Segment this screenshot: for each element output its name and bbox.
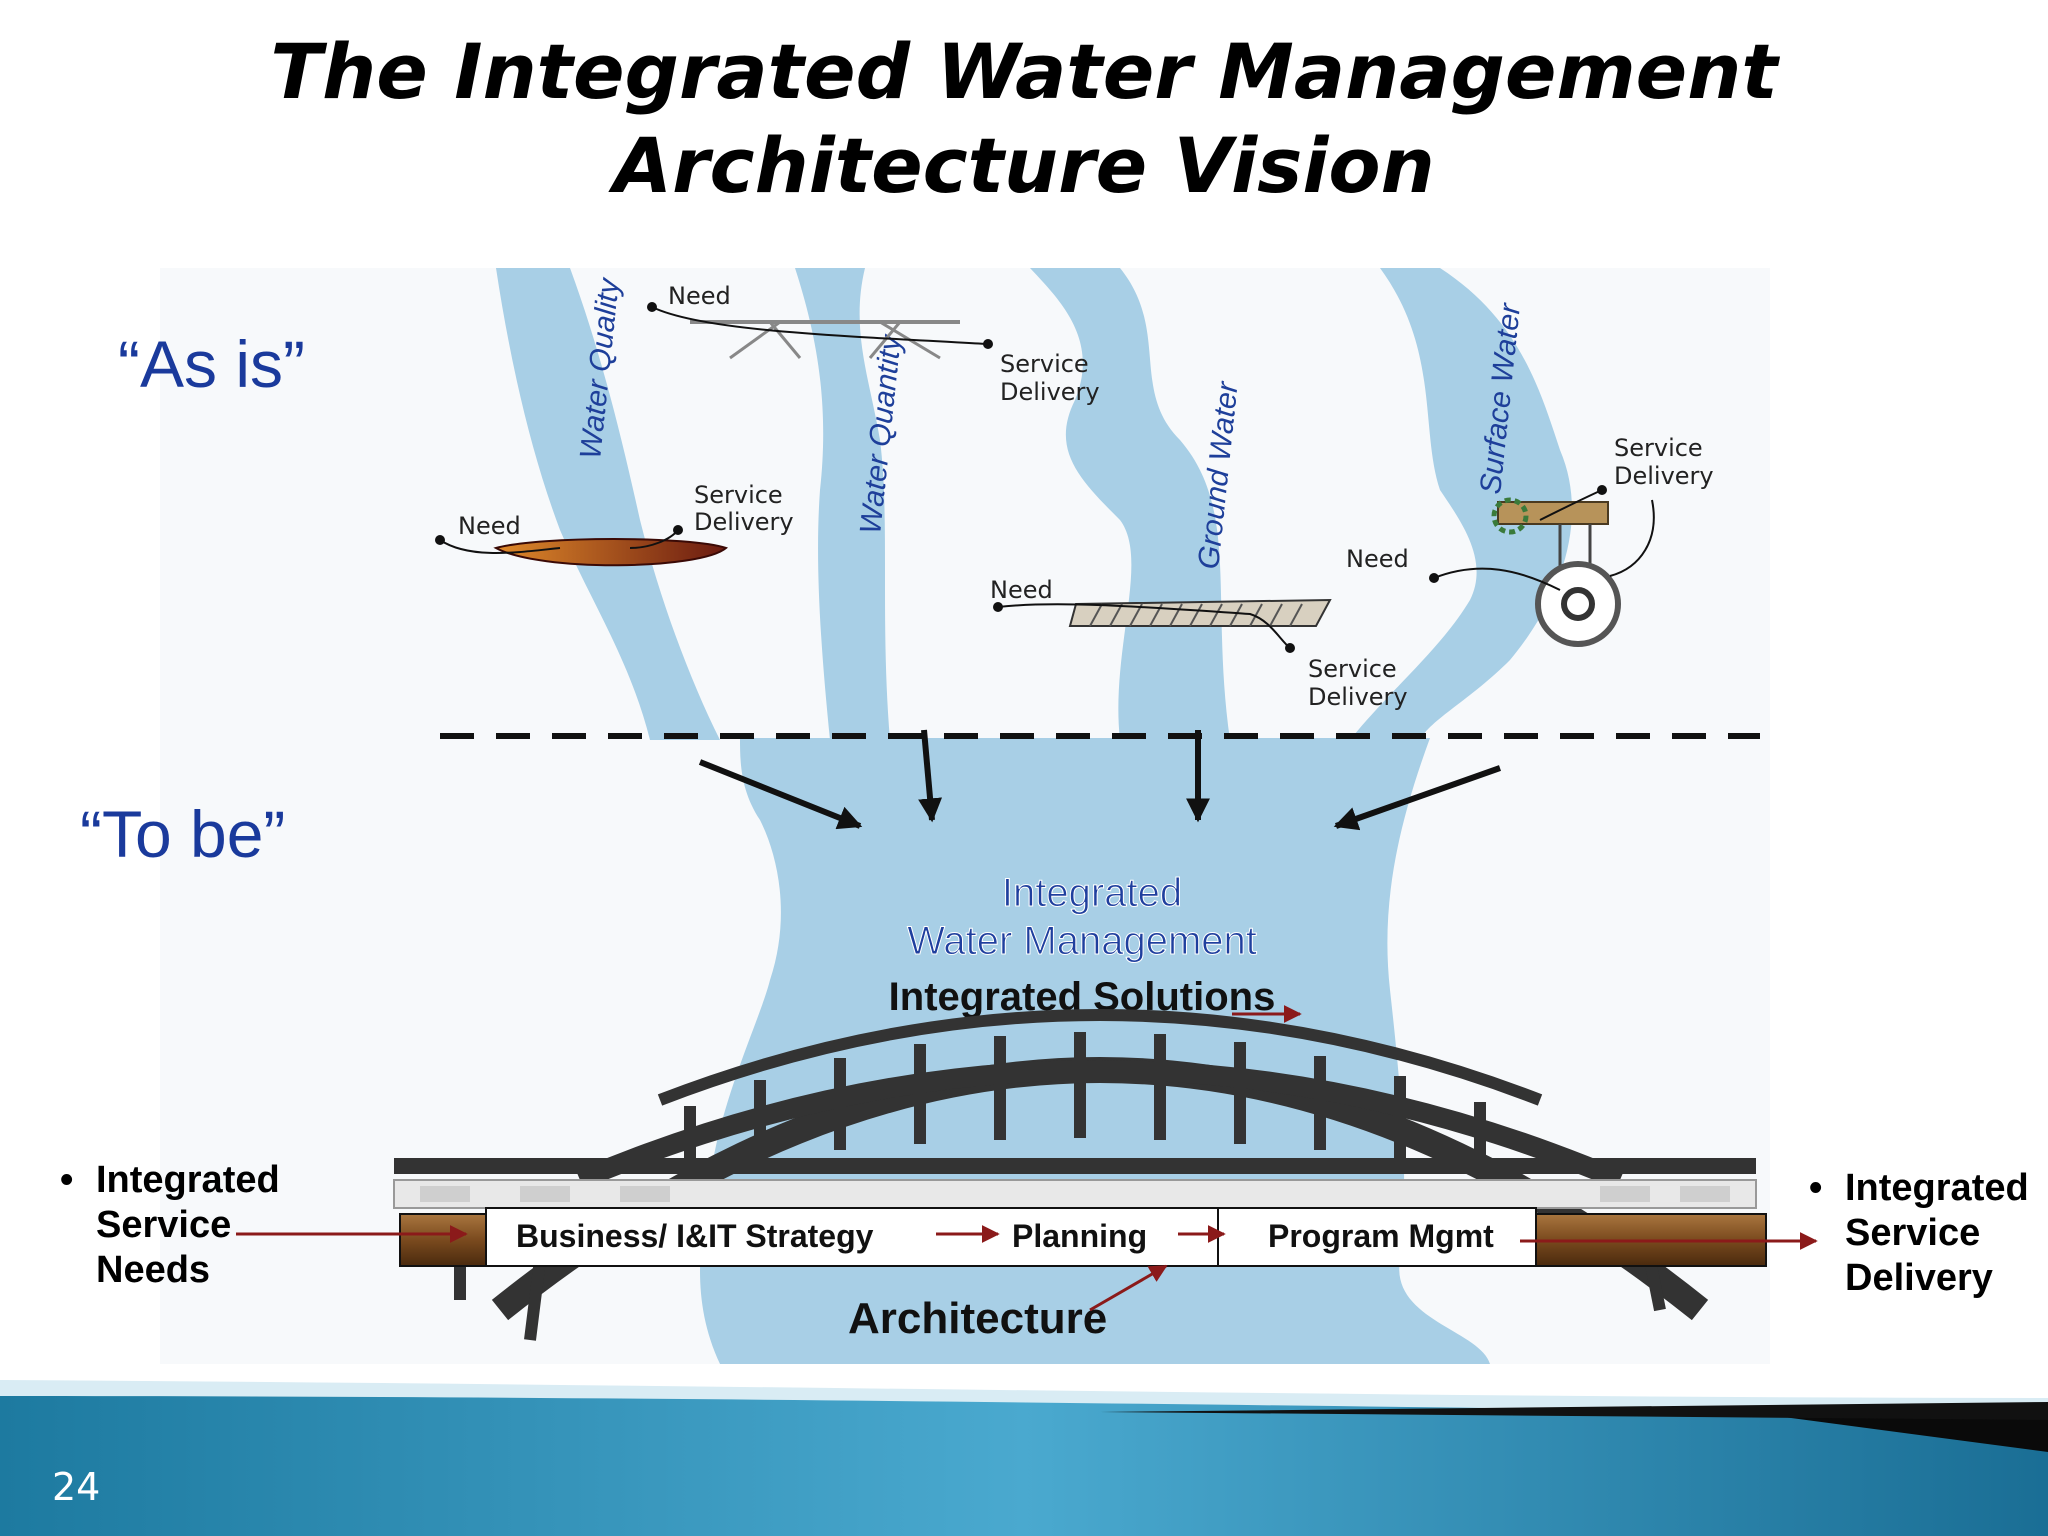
- footbridge-crossing: Need Service Delivery: [990, 576, 1408, 711]
- left-bullet-line3: Needs: [96, 1249, 211, 1291]
- step-program: Program Mgmt: [1268, 1218, 1494, 1254]
- bullet-dot-icon: •: [60, 1159, 74, 1201]
- center-title-line1: Integrated: [1002, 871, 1182, 915]
- label-service-footbridge: Service: [1308, 655, 1397, 683]
- right-bullet-line1: Integrated: [1845, 1167, 2029, 1209]
- label-delivery-ferry: Delivery: [1614, 462, 1714, 490]
- river-water-quality: [496, 268, 720, 740]
- label-service-canoe: Service: [694, 481, 783, 509]
- bullet-dot-icon: •: [1809, 1167, 1823, 1209]
- to-be-label: “To be”: [80, 797, 286, 871]
- left-bullet: • Integrated Service Needs: [60, 1158, 280, 1293]
- arrow-converge-1: [698, 759, 863, 830]
- as-is-label: “As is”: [118, 327, 305, 401]
- left-bullet-line2: Service: [96, 1204, 232, 1246]
- label-need-footbridge: Need: [990, 576, 1053, 604]
- architecture-arrow: [1089, 1264, 1168, 1312]
- step-planning: Planning: [1012, 1218, 1147, 1254]
- left-bullet-line1: Integrated: [96, 1159, 280, 1201]
- ferry-crossing: Need Service Delivery: [1346, 434, 1714, 647]
- label-service-cable: Service: [1000, 350, 1089, 378]
- label-delivery-footbridge: Delivery: [1308, 683, 1408, 711]
- river-surface-water: [1350, 268, 1572, 740]
- cable-crossing: Need Service Delivery: [647, 282, 1100, 406]
- center-title-line2: Water Management: [907, 919, 1257, 963]
- arrow-converge-4: [1333, 765, 1502, 831]
- process-bar: [485, 1207, 1537, 1267]
- label-need-ferry: Need: [1346, 545, 1409, 573]
- bridge: [393, 1009, 1757, 1341]
- label-delivery-cable: Delivery: [1000, 378, 1100, 406]
- label-need-cable: Need: [668, 282, 731, 310]
- arrow-converge-2: [918, 729, 943, 823]
- right-bullet: • Integrated Service Delivery: [1809, 1166, 2029, 1301]
- page-number: 24: [52, 1465, 101, 1509]
- label-delivery-canoe: Delivery: [694, 508, 794, 536]
- label-service-ferry: Service: [1614, 434, 1703, 462]
- right-bullet-line2: Service: [1845, 1212, 1981, 1254]
- river-water-quantity: [795, 268, 890, 740]
- slide-title-line2: Architecture Vision: [613, 121, 1435, 210]
- slide-title-line1: The Integrated Water Management: [270, 27, 1778, 116]
- canoe-crossing: Need Service Delivery: [435, 481, 794, 567]
- label-need-canoe: Need: [458, 512, 521, 540]
- right-bullet-line3: Delivery: [1845, 1257, 1993, 1299]
- footer-band: [0, 1380, 2048, 1536]
- step-strategy: Business/ I&IT Strategy: [516, 1218, 874, 1254]
- architecture-label: Architecture: [848, 1294, 1107, 1343]
